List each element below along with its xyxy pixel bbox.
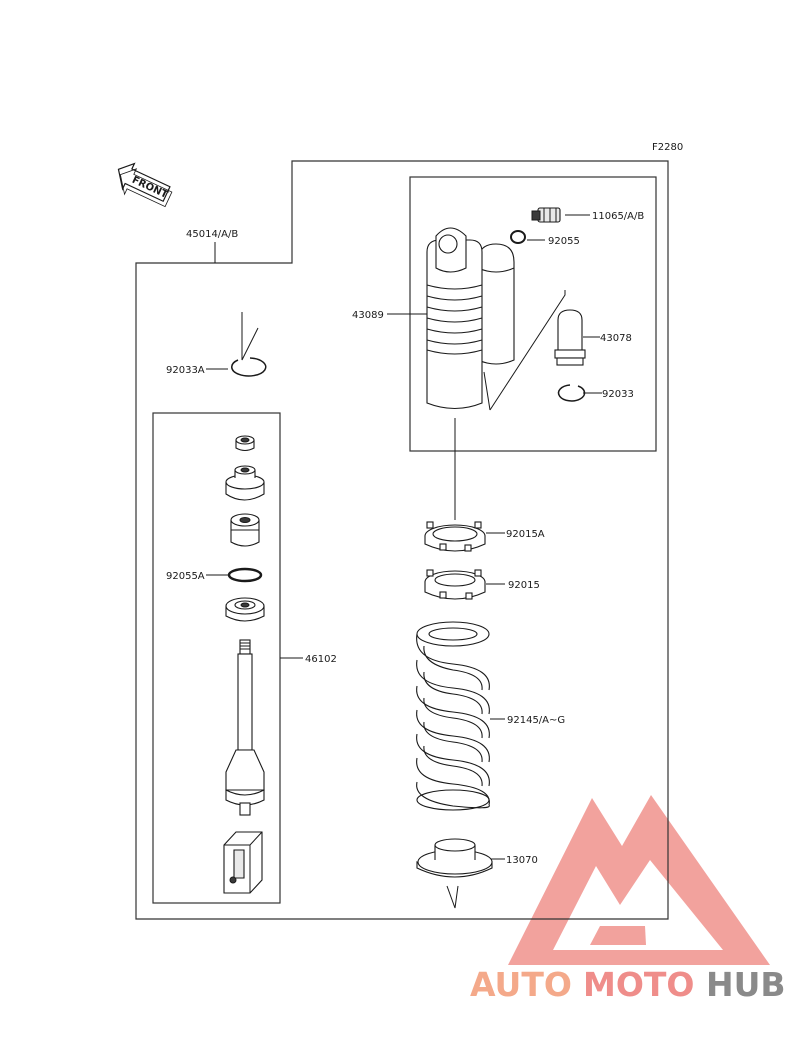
watermark-text: AUTO MOTO HUB: [470, 965, 786, 1004]
watermark-hub: HUB: [706, 965, 786, 1004]
watermark-logo: [508, 795, 770, 965]
piston: [230, 513, 260, 547]
label-92145: 92145/A~G: [507, 715, 565, 726]
front-arrow-icon: FRONT: [117, 162, 173, 208]
oring-92055: [510, 230, 526, 244]
nut-92015: [424, 569, 486, 600]
shock-body: [426, 227, 566, 411]
valve-part: [531, 207, 561, 223]
label-43089: 43089: [352, 310, 384, 321]
assembly-label: 45014/A/B: [186, 229, 238, 240]
snapring-92033: [557, 384, 586, 402]
clevis: [223, 831, 263, 894]
spring-92145: [416, 621, 490, 811]
label-13070: 13070: [506, 855, 538, 866]
label-92033: 92033: [602, 389, 634, 400]
watermark-auto: AUTO: [470, 965, 572, 1004]
label-43078: 43078: [600, 333, 632, 344]
watermark-moto: MOTO: [583, 965, 694, 1004]
label-11065: 11065/A/B: [592, 211, 644, 222]
label-46102: 46102: [305, 654, 337, 665]
seal-head: [225, 597, 265, 622]
snapring-92033a: [231, 357, 267, 377]
label-92055a: 92055A: [166, 571, 205, 582]
label-92015a: 92015A: [506, 529, 545, 540]
oring-92055a: [227, 567, 263, 583]
springseat-13070: [416, 838, 493, 878]
outer-frame: [135, 160, 669, 920]
rebound-piece: [225, 465, 265, 501]
locknut-92015a: [424, 521, 486, 552]
piston-rod: [225, 639, 265, 816]
rod-nut: [235, 435, 255, 452]
label-92055: 92055: [548, 236, 580, 247]
bladder-part: [554, 309, 586, 366]
label-92015: 92015: [508, 580, 540, 591]
figure-code: F2280: [652, 142, 683, 153]
label-92033a: 92033A: [166, 365, 205, 376]
